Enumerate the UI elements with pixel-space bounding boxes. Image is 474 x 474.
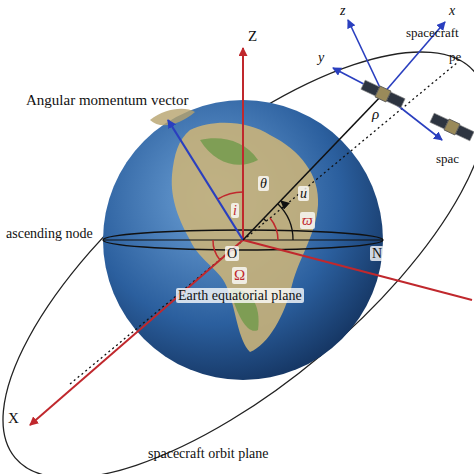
body-axis-label: z <box>340 3 345 18</box>
angle-label: Ω <box>232 267 247 284</box>
origin-label: O <box>225 246 239 261</box>
angle-label: u <box>298 186 309 201</box>
spacecraft-label: spac <box>436 152 459 166</box>
axis-label: Z <box>248 28 257 45</box>
body-axis-label: y <box>318 50 324 65</box>
angle-label: i <box>231 203 239 218</box>
spacecraft-label: spacecraft <box>406 26 459 40</box>
plane-label: spacecraft orbit plane <box>148 446 269 461</box>
axis-label: X <box>8 410 19 427</box>
angle-label: θ <box>258 176 269 191</box>
perigee-label: pe <box>449 50 461 64</box>
angle-label: ϖ <box>300 212 315 229</box>
node-label: N <box>370 246 384 261</box>
vector-label: Angular momentum vector <box>26 92 188 109</box>
body-axis-label: x <box>449 3 455 18</box>
node-label: ascending node <box>6 226 93 241</box>
symbol-label: ρ <box>372 106 379 123</box>
plane-label: Earth equatorial plane <box>176 288 304 303</box>
